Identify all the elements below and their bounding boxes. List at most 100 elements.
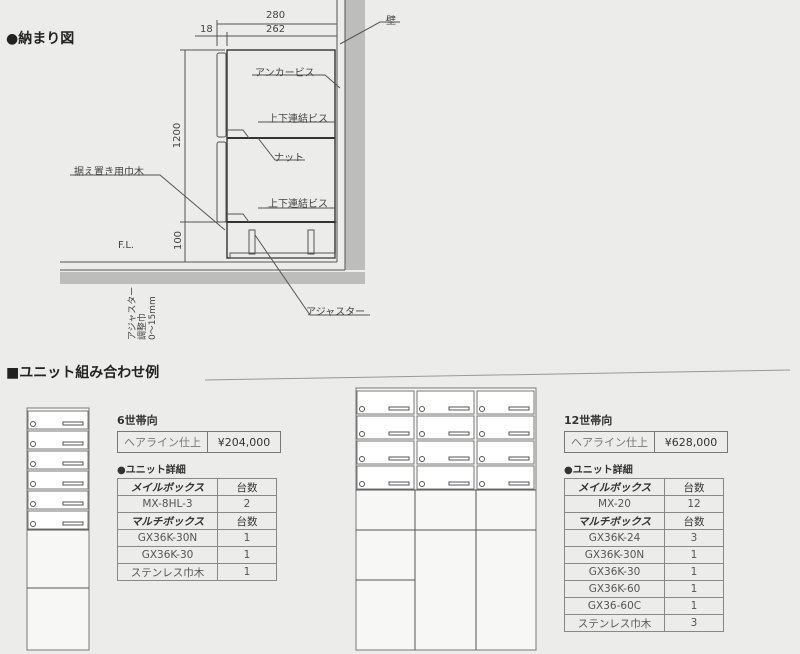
product-name: マルチボックス: [564, 512, 665, 530]
mail-slot: [62, 501, 84, 506]
mailbox-door: [476, 440, 535, 465]
quantity: 台数: [664, 478, 724, 496]
mail-slot: [508, 431, 530, 436]
dial-lock-icon: [359, 406, 365, 412]
quantity: 3: [664, 529, 724, 547]
mail-slot: [62, 521, 84, 526]
dial-lock-icon: [359, 456, 365, 462]
dial-lock-icon: [479, 456, 485, 462]
product-name: GX36K-30N: [564, 546, 665, 564]
label-nut: ナット: [274, 153, 304, 164]
label-baseboard: 据え置き用巾木: [74, 167, 144, 178]
product-name: ステンレス巾木: [564, 614, 665, 632]
dim-18: 18: [200, 24, 213, 35]
quantity: 1: [664, 546, 724, 564]
mailbox-door: [356, 440, 415, 465]
quantity: 1: [217, 529, 277, 547]
mailbox-door: [416, 415, 475, 440]
quantity: 1: [664, 597, 724, 615]
dial-lock-icon: [479, 481, 485, 487]
example-12: 12世帯向 ヘアライン仕上 ¥628,000 ●ユニット詳細 メイルボックス台数…: [564, 412, 728, 632]
product-name: MX-8HL-3: [117, 495, 218, 513]
adjuster-range-line-2: 調整巾: [138, 312, 148, 340]
diagram-heading: ●納まり図: [6, 31, 75, 47]
quantity: 台数: [664, 512, 724, 530]
detail-heading: ●ユニット詳細: [564, 465, 633, 476]
quantity: 12: [664, 495, 724, 513]
product-name: メイルボックス: [117, 478, 218, 496]
mailbox-door: [27, 510, 89, 530]
mailbox-door: [356, 390, 415, 415]
finish-label: ヘアライン仕上: [117, 431, 208, 453]
mail-slot: [508, 456, 530, 461]
detail-heading: ●ユニット詳細: [117, 465, 186, 476]
quantity: 台数: [217, 478, 277, 496]
mail-slot: [62, 441, 84, 446]
price: ¥204,000: [207, 431, 281, 453]
quantity: 1: [217, 546, 277, 564]
dim-100: 100: [173, 230, 185, 251]
example-title: 6世帯向: [117, 414, 158, 427]
dial-lock-icon: [479, 406, 485, 412]
adjuster-range-line-3: 0〜15mm: [148, 296, 158, 340]
dial-lock-icon: [30, 521, 36, 527]
mail-slot: [508, 406, 530, 411]
dial-lock-icon: [479, 431, 485, 437]
adjuster-range-line-1: アジャスター: [128, 286, 138, 340]
mailbox-door: [476, 415, 535, 440]
price-table: ヘアライン仕上 ¥628,000: [564, 431, 728, 453]
product-name: GX36K-30N: [117, 529, 218, 547]
dim-262: 262: [266, 24, 286, 35]
mailbox-door: [356, 465, 415, 490]
label-adjuster: アジャスター: [306, 307, 366, 318]
label-wall: 壁: [386, 16, 396, 27]
table-header-row: マルチボックス台数: [564, 512, 724, 530]
dial-lock-icon: [419, 456, 425, 462]
mailbox-door: [356, 415, 415, 440]
mail-slot: [62, 481, 84, 486]
mailbox-door: [27, 450, 89, 470]
mail-slot: [448, 481, 470, 486]
product-name: MX-20: [564, 495, 665, 513]
dial-lock-icon: [419, 431, 425, 437]
quantity: 1: [664, 580, 724, 598]
dial-lock-icon: [359, 481, 365, 487]
finish-label: ヘアライン仕上: [564, 431, 655, 453]
mailbox-door: [27, 410, 89, 430]
dial-lock-icon: [419, 481, 425, 487]
dim-280: 280: [266, 10, 286, 21]
table-header-row: マルチボックス台数: [117, 512, 277, 530]
table-header-row: メイルボックス台数: [117, 478, 277, 496]
table-header-row: メイルボックス台数: [564, 478, 724, 496]
product-name: メイルボックス: [564, 478, 665, 496]
mailbox-door: [27, 430, 89, 450]
mailbox-door: [416, 390, 475, 415]
mailbox-door: [27, 490, 89, 510]
label-anchor-screw: アンカービス: [255, 68, 315, 79]
dial-lock-icon: [30, 501, 36, 507]
dial-lock-icon: [30, 421, 36, 427]
quantity: 2: [217, 495, 277, 513]
product-name: ステンレス巾木: [117, 563, 218, 581]
label-joint-screw-1: 上下連結ビス: [268, 114, 328, 125]
dial-lock-icon: [30, 481, 36, 487]
mailbox-door: [27, 470, 89, 490]
dial-lock-icon: [419, 406, 425, 412]
label-adjuster-range: アジャスター 調整巾 0〜15mm: [128, 270, 158, 340]
dial-lock-icon: [30, 461, 36, 467]
quantity: 1: [664, 563, 724, 581]
product-name: GX36K-60: [564, 580, 665, 598]
section-heading: ■ユニット組み合わせ例: [6, 365, 160, 381]
quantity: 台数: [217, 512, 277, 530]
mail-slot: [448, 431, 470, 436]
mail-slot: [388, 431, 410, 436]
